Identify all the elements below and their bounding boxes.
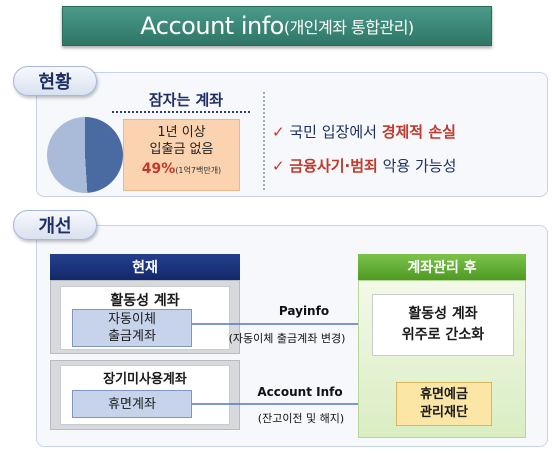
accountinfo-sub: (잔고이전 및 해지)	[257, 412, 345, 425]
dormant-heading: 잠자는 계좌	[148, 91, 224, 109]
idle-line2: 입출금 없음	[149, 142, 214, 157]
foundation-box: 휴면예금 관리재단	[396, 382, 492, 426]
idle-percent: 49%	[141, 161, 176, 177]
dormant-account-label: 휴면계좌	[108, 396, 156, 412]
risk-emphasis: 금융사기·범죄	[289, 157, 378, 175]
idle-accounts-box: 1년 이상 입출금 없음 49%(1억7백만개)	[123, 119, 240, 191]
active-heading: 활동성 계좌	[110, 293, 180, 309]
risk-suffix: 악용 가능성	[377, 157, 457, 175]
risk-item: ✓ 금융사기·범죄 악용 가능성	[272, 155, 544, 176]
dormant-account-box: 휴면계좌	[72, 390, 192, 418]
loss-emphasis: 경제적 손실	[381, 123, 456, 141]
payinfo-title: Payinfo	[278, 304, 330, 318]
auto-debit-line2: 출금계좌	[108, 329, 156, 344]
vertical-divider	[263, 92, 265, 190]
loss-item: ✓ 국민 입장에서 경제적 손실	[272, 121, 544, 142]
heading-divider	[112, 111, 250, 113]
improve-label: 개선	[13, 210, 97, 240]
title-banner: Account info (개인계좌 통합관리)	[62, 6, 492, 46]
foundation-line2: 관리재단	[420, 405, 468, 420]
after-active-line1: 활동성 계좌	[408, 306, 478, 322]
accountinfo-title: Account Info	[257, 385, 343, 399]
loss-prefix: 국민 입장에서	[289, 123, 382, 141]
auto-debit-line1: 자동이체	[108, 312, 156, 327]
status-label: 현황	[13, 66, 97, 96]
auto-debit-box: 자동이체 출금계좌	[72, 309, 192, 347]
current-header: 현재	[50, 254, 240, 280]
title-main: Account info	[140, 12, 284, 40]
check-icon: ✓	[272, 157, 285, 175]
after-header: 계좌관리 후	[358, 254, 526, 280]
idle-share-pie	[47, 117, 123, 193]
check-icon: ✓	[272, 123, 285, 141]
simplified-box: 활동성 계좌 위주로 간소화	[372, 294, 514, 356]
idle-line1: 1년 이상	[157, 125, 206, 140]
long-unused-heading: 장기미사용계좌	[103, 372, 187, 387]
status-panel	[36, 72, 548, 197]
payinfo-sub: (자동이체 출금계좌 변경)	[228, 332, 346, 345]
after-active-line2: 위주로 간소화	[401, 327, 485, 343]
foundation-line1: 휴면예금	[420, 387, 468, 402]
idle-stat: 49%(1억7백만개)	[124, 158, 239, 181]
idle-count: (1억7백만개)	[175, 166, 222, 175]
arrow-right-icon	[192, 319, 370, 329]
title-subtitle: (개인계좌 통합관리)	[283, 18, 414, 37]
